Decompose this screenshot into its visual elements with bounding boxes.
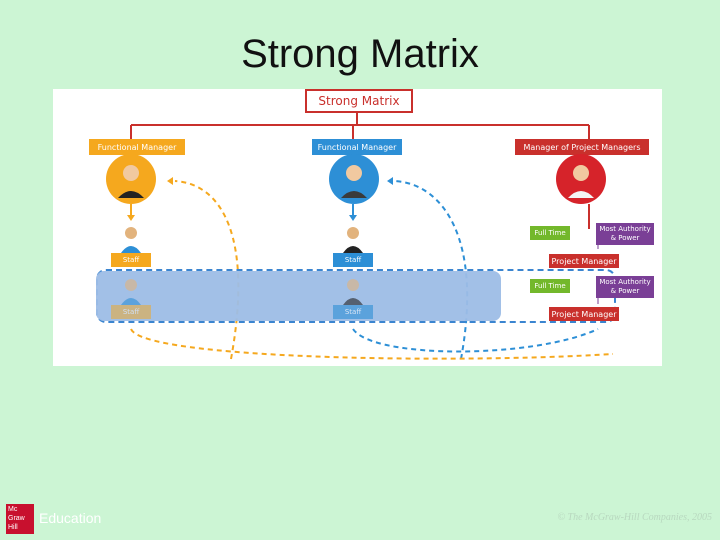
staff-label-4: Staff — [333, 305, 373, 319]
project-manager-label-2: Project Manager — [549, 307, 619, 321]
staff-3-icon — [121, 279, 141, 305]
staff-label-2: Staff — [333, 253, 373, 267]
logo-line-2: Graw — [8, 515, 25, 522]
project-manager-label-1: Project Manager — [549, 254, 619, 268]
project-team-band — [96, 271, 501, 321]
staff-label-3: Staff — [111, 305, 151, 319]
full-time-label-1: Full Time — [530, 226, 570, 240]
manager-of-project-managers-icon — [556, 154, 606, 204]
authority-label-2: Most Authority & Power — [596, 276, 654, 298]
staff-4-icon — [343, 279, 363, 305]
functional-manager-1-icon — [106, 154, 156, 204]
staff-1-icon — [121, 227, 141, 253]
strong-matrix-diagram: Strong Matrix Functional Manager Functio… — [53, 89, 662, 366]
logo-line-3: Hill — [8, 524, 18, 531]
staff-2-icon — [343, 227, 363, 253]
mcgraw-hill-logo: Mc Graw Hill — [6, 504, 34, 534]
authority-label-1: Most Authority & Power — [596, 223, 654, 245]
logo-line-1: Mc — [8, 506, 18, 513]
functional-manager-label-2: Functional Manager — [312, 139, 402, 155]
percent-label: 90% — [511, 290, 534, 301]
copyright-text: © The McGraw-Hill Companies, 2005 — [557, 512, 712, 523]
functional-manager-label-1: Functional Manager — [89, 139, 185, 155]
slide-title: Strong Matrix — [241, 32, 479, 76]
diagram-title: Strong Matrix — [305, 89, 413, 113]
full-time-label-2: Full Time — [530, 279, 570, 293]
functional-manager-2-icon — [329, 154, 379, 204]
education-label: Education — [39, 510, 102, 526]
manager-of-project-managers-label: Manager of Project Managers — [515, 139, 649, 155]
staff-label-1: Staff — [111, 253, 151, 267]
